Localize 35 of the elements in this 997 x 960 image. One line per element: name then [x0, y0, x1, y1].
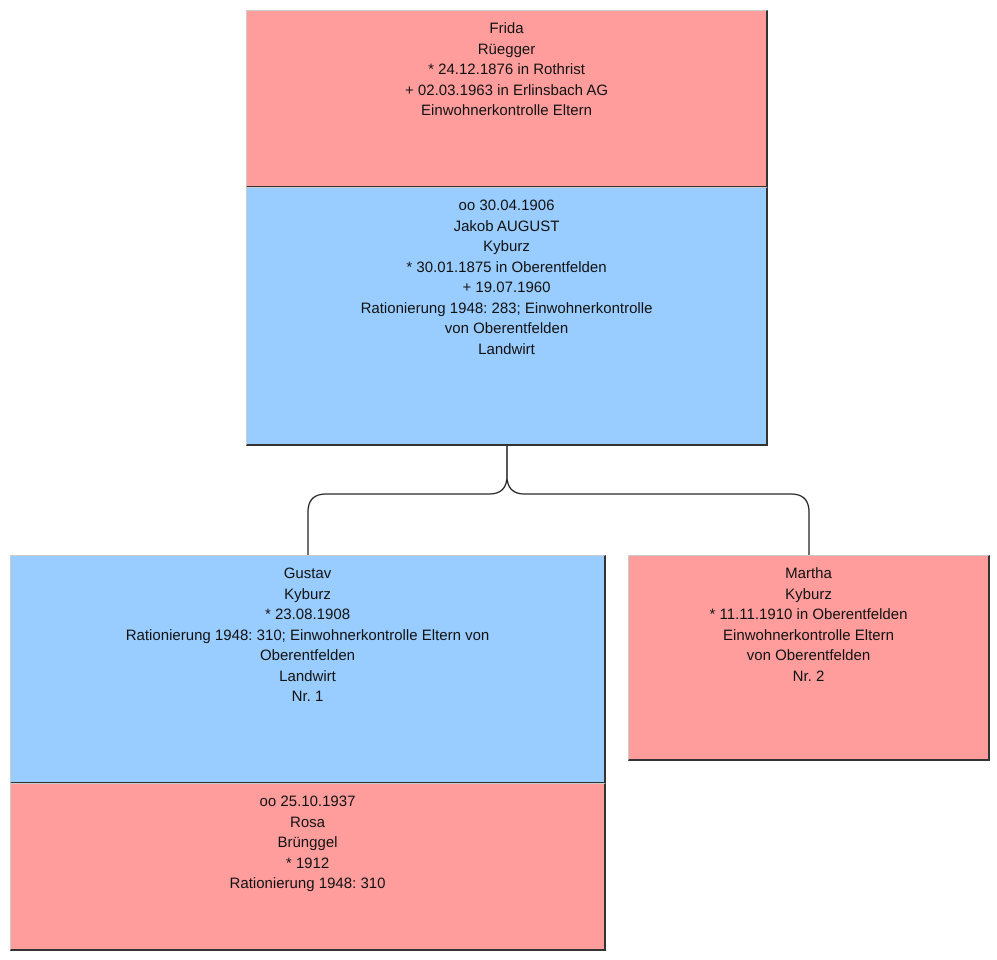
person-detail: Kyburz: [482, 237, 531, 257]
person-detail: Landwirt: [477, 340, 536, 360]
person-detail: * 11.11.1910 in Oberentfelden: [708, 605, 908, 625]
person-detail: Rationierung 1948: 310; Einwohnerkontrolle Eltern von Oberentfelden: [124, 626, 490, 666]
person-detail: * 24.12.1876 in Rothrist: [427, 60, 586, 80]
person-detail: Einwohnerkontrolle Eltern: [722, 626, 895, 646]
person-detail: * 23.08.1908: [264, 605, 352, 625]
person-detail: Rationierung 1948: 310: [228, 874, 386, 894]
person-detail: Einwohnerkontrolle Eltern: [420, 101, 593, 121]
person-detail: von Oberentfelden: [746, 646, 872, 666]
person-detail: Rüegger: [476, 40, 536, 60]
person-box: [628, 555, 990, 761]
person-detail: Nr. 2: [792, 666, 826, 686]
person-detail: Rationierung 1948: 283; Einwohnerkontrolle von Oberentfelden: [360, 298, 654, 339]
person-detail: Martha: [784, 564, 833, 584]
person-detail: Landwirt: [278, 666, 337, 686]
person-detail: oo 25.10.1937: [258, 792, 356, 812]
person-box: [10, 555, 606, 784]
person-detail: Nr. 1: [290, 687, 324, 707]
person-detail: Frida: [488, 19, 525, 39]
person-detail: * 1912: [284, 854, 330, 874]
connector-line: [506, 446, 810, 555]
person-box: [246, 187, 768, 446]
person-detail: Jakob AUGUST: [452, 216, 560, 236]
person-detail: Kyburz: [784, 584, 833, 604]
person-box: [246, 10, 768, 188]
person-detail: Rosa: [288, 812, 326, 832]
person-detail: + 02.03.1963 in Erlinsbach AG: [404, 80, 610, 100]
person-box: [10, 783, 606, 951]
person-detail: oo 30.04.1906: [458, 196, 556, 216]
person-detail: Kyburz: [283, 584, 332, 604]
person-detail: Gustav: [282, 564, 332, 584]
person-detail: + 19.07.1960: [461, 278, 552, 298]
person-detail: * 30.01.1875 in Oberentfelden: [405, 258, 608, 278]
person-detail: Brünggel: [276, 833, 339, 853]
